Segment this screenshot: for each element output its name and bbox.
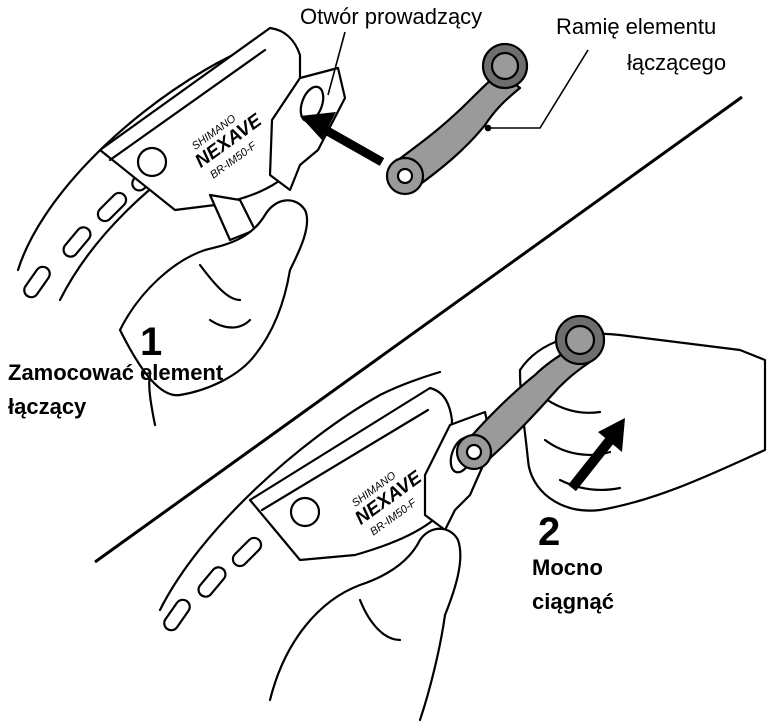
step-1-text-line2: łączący [8,394,87,419]
step-2-number: 2 [538,510,561,554]
panel-divider [94,95,743,564]
panel-1-illustration [16,26,347,427]
leader-guide-hole [327,31,346,96]
cover-indicator-circle-1 [136,146,168,178]
step-1-number: 1 [140,320,163,364]
cover-indicator-circle-2 [289,496,321,528]
label-guide-hole: Otwór prowadzący [300,4,483,29]
drum-slots-2 [163,536,263,632]
connecting-arm-2 [455,314,606,471]
hand-2-lower [268,527,462,722]
step-1-text-line1: Zamocować element [8,360,224,385]
panel-2-illustration [158,332,767,722]
label-connecting-arm-line1: Ramię elementu [556,14,717,39]
step-2-text-line2: ciągnąć [532,589,614,614]
connecting-arm-1 [385,42,529,196]
arrow-left-icon [300,112,385,166]
hand-1 [118,199,309,397]
leader-connecting-arm [488,49,589,129]
brake-cover-1 [98,26,302,212]
hand-3-pulling [518,332,767,512]
guide-plate-1 [268,66,347,192]
callout-leaders [327,31,589,132]
label-connecting-arm-line2: łączącego [627,50,727,75]
arm-body-1 [396,70,522,190]
arrow-up-right-icon [568,418,625,492]
step-2-text-line1: Mocno [532,555,603,580]
brake-drum-outline-2 [158,370,442,612]
